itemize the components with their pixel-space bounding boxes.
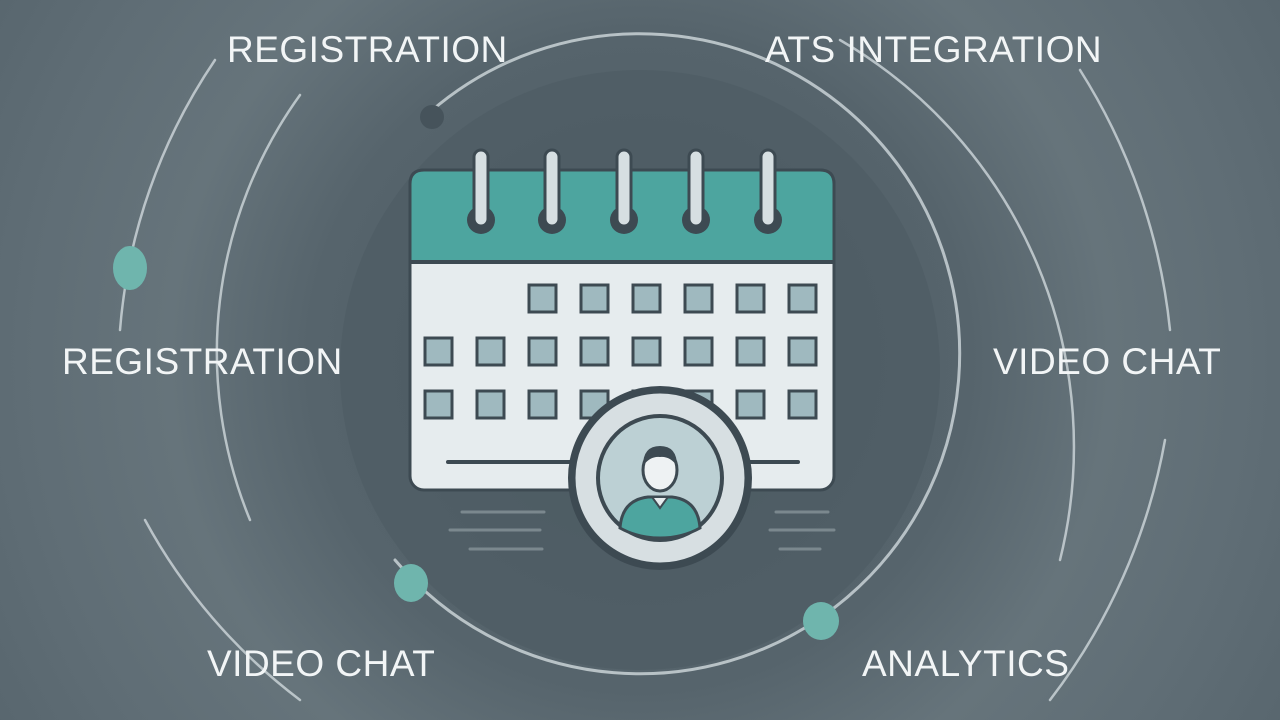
orbit-ring-outer-left-lower [143, 518, 302, 702]
calendar-ring [682, 148, 710, 234]
calendar-day-cell [475, 389, 506, 420]
calendar-day-cell [579, 336, 610, 367]
orbit-ring-outer-left [118, 58, 217, 332]
calendar-ring [467, 148, 495, 234]
calendar-day-cell [423, 336, 454, 367]
calendar-ring [538, 148, 566, 234]
calendar-day-cell [735, 389, 766, 420]
orbit-dot-left [113, 246, 147, 290]
calendar-day-cell [631, 283, 662, 314]
calendar-day-cell [527, 389, 558, 420]
calendar-day-cell [527, 283, 558, 314]
feature-label-analytics: ANALYTICS [862, 643, 1070, 684]
avatar-collar [650, 496, 670, 510]
calendar-day-cell [787, 336, 818, 367]
orbit-ring-inner [393, 32, 962, 676]
calendar-ring [610, 148, 638, 234]
calendar-day-cell [683, 336, 714, 367]
orbit-dot-top [420, 105, 444, 129]
feature-label-video-chat-secondary: VIDEO CHAT [207, 643, 436, 684]
calendar-ring [754, 148, 782, 234]
feature-label-registration-secondary: REGISTRATION [62, 341, 343, 382]
orbit-dot-bottom-left [394, 564, 428, 602]
feature-label-ats-integration: ATS INTEGRATION [765, 29, 1103, 70]
avatar-shoulders [618, 495, 702, 540]
calendar-day-cell [631, 336, 662, 367]
avatar-hair [643, 446, 677, 466]
calendar-day-cell [423, 389, 454, 420]
calendar-shadow-lines [448, 510, 836, 551]
calendar-day-cell [735, 336, 766, 367]
calendar-day-cell [475, 336, 506, 367]
feature-label-registration: REGISTRATION [227, 29, 508, 70]
calendar-day-cell [579, 283, 610, 314]
orbit-ring-middle-left [215, 93, 302, 522]
calendar-day-cell [683, 283, 714, 314]
orbit-dot-bottom-right [803, 602, 839, 640]
calendar-day-cell [787, 389, 818, 420]
calendar-day-cell [787, 283, 818, 314]
orbit-rings [118, 32, 1172, 702]
feature-label-video-chat: VIDEO CHAT [993, 341, 1222, 382]
orbit-ring-outer-right [1078, 68, 1172, 332]
user-avatar-icon [568, 386, 752, 570]
calendar-rings [467, 148, 782, 234]
calendar-day-cell [527, 336, 558, 367]
calendar-icon [408, 148, 836, 492]
orbit-ring-outer-right-lower [1048, 438, 1167, 702]
calendar-day-cell [735, 283, 766, 314]
orbit-ring-middle-right [838, 38, 1076, 562]
